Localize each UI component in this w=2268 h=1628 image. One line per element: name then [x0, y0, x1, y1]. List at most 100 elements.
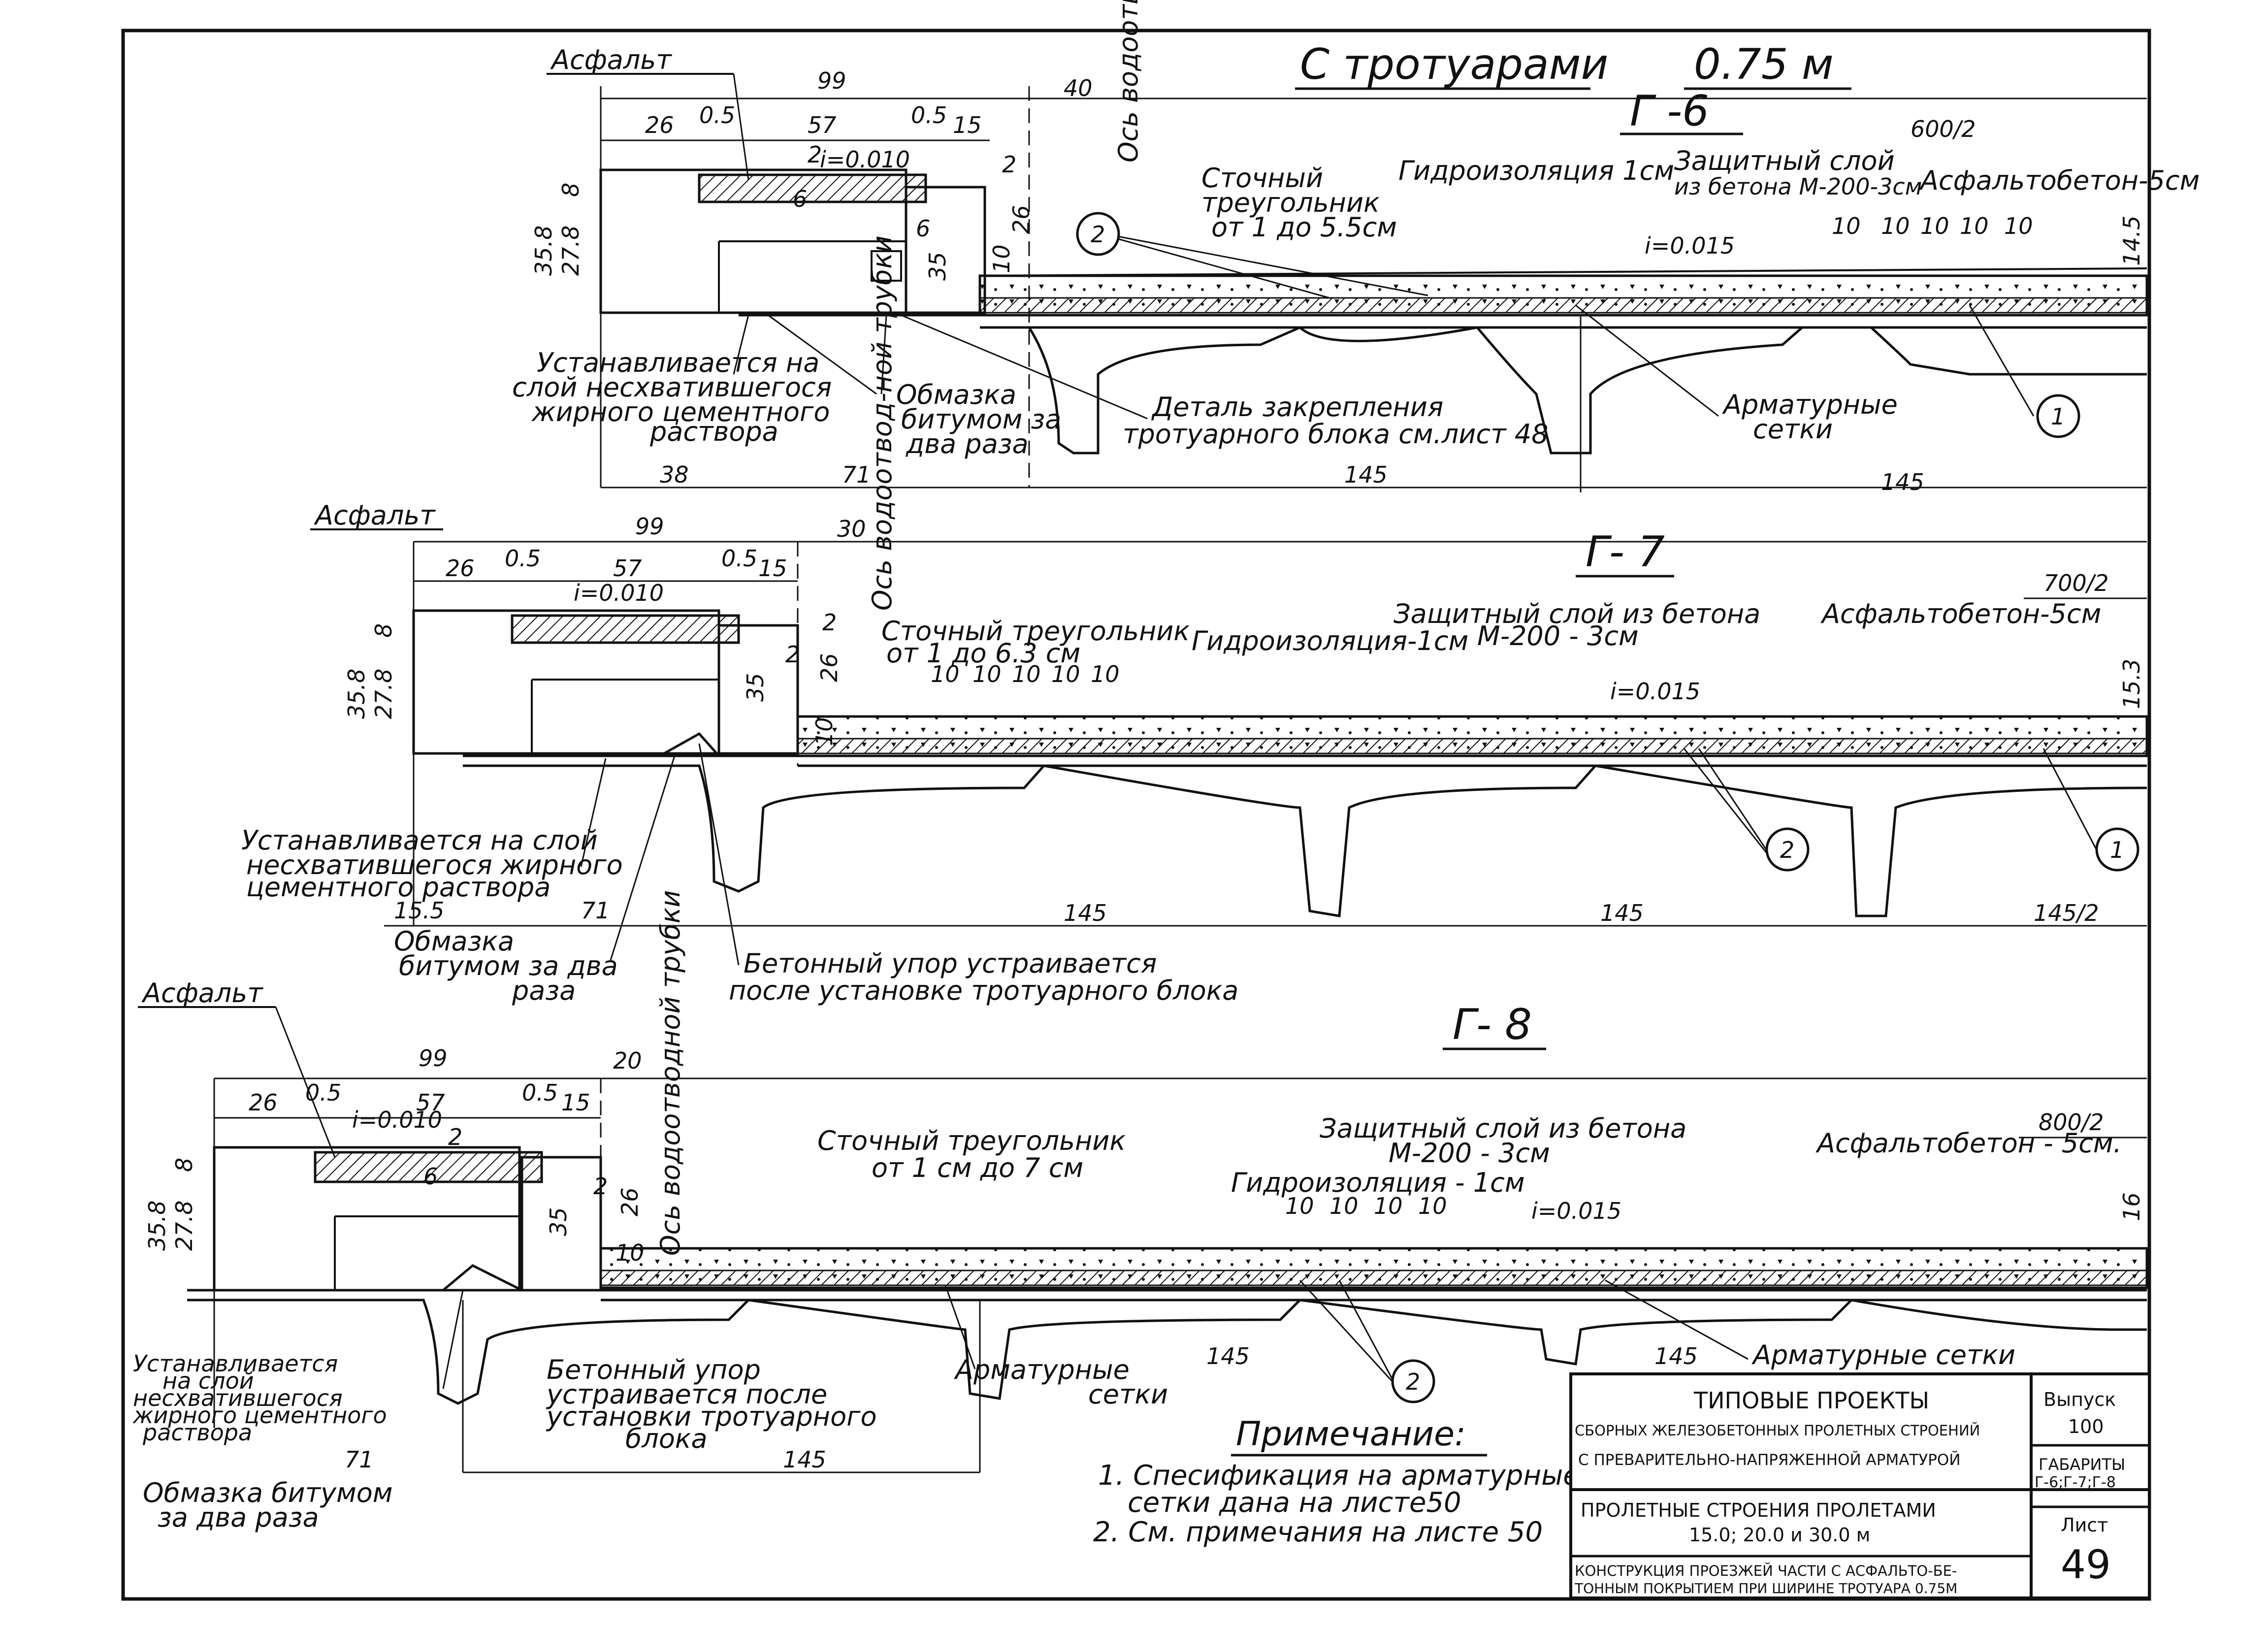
g8-coating-1: Обмазка битумом: [143, 1477, 393, 1508]
g6-drain-3: от 1 до 5.5см: [1211, 212, 1397, 243]
g7-protective-1: Защитный слой из бетона: [1393, 598, 1760, 629]
g7-dim-15: 15: [758, 555, 787, 582]
g6-dim-05a: 0.5: [699, 102, 735, 129]
g6-dim-15: 15: [953, 112, 982, 138]
g7-asphalt-concrete: Асфальтобетон-5см: [1820, 598, 2101, 629]
g7-dim-145-2: 145/2: [2034, 900, 2099, 926]
g7-dim-57: 57: [613, 555, 642, 582]
g8-dim-99: 99: [419, 1045, 448, 1072]
g7-stop-2: после установке тротуарного блока: [729, 975, 1238, 1006]
g8-dim-2b: 2: [593, 1173, 608, 1200]
g6-dim-99: 99: [817, 67, 846, 94]
g6-installed-4: раствора: [649, 416, 778, 447]
g7-dim-26: 26: [446, 555, 475, 582]
sheet-frame: [121, 29, 2151, 1601]
g8-spacing-4: 10: [1418, 1193, 1447, 1219]
g6-callout-2: 2: [1091, 221, 1105, 248]
section-g7-title: Г- 7: [1586, 527, 1665, 577]
g6-dim-145a: 145: [1344, 461, 1388, 488]
header-title: С тротуарами 0.75 м: [1295, 40, 1851, 90]
g8-dim-15: 15: [561, 1089, 590, 1116]
g7-thickness: 15.3: [2118, 659, 2145, 709]
g6-spacing-4: 10: [1960, 213, 1989, 239]
g7-dim-26b: 26: [816, 653, 842, 682]
g6-drain-2: треугольник: [1201, 187, 1380, 218]
g8-dim-2a: 2: [448, 1124, 462, 1150]
g6-dim-71: 71: [842, 461, 871, 488]
g8-stop-2: устраивается после: [546, 1379, 827, 1410]
g7-waterproof: Гидроизоляция-1см: [1192, 625, 1468, 656]
tb-line3: С ПРЕВАРИТЕЛЬНО-НАПРЯЖЕННОЙ АРМАТУРОЙ: [1578, 1451, 1961, 1469]
g8-dim-26b: 26: [616, 1187, 643, 1216]
g6-dim-26: 26: [645, 112, 674, 138]
g8-stop-4: блока: [625, 1423, 708, 1454]
g6-installed-3: жирного цементного: [531, 396, 830, 427]
g8-dim-05b: 0.5: [522, 1079, 558, 1106]
g7-dim-35: 35: [742, 673, 769, 702]
g6-dim-6b: 6: [916, 215, 930, 242]
g8-dim-6: 6: [423, 1163, 438, 1190]
g7-protective-2: М-200 - 3см: [1477, 620, 1639, 651]
tb-line6: КОНСТРУКЦИЯ ПРОЕЗЖЕЙ ЧАСТИ С АСФАЛЬТО-БЕ…: [1575, 1563, 1957, 1579]
notes: Примечание: 1. Спесификация на арматурны…: [1093, 1415, 1580, 1548]
g7-dim-358: 35.8: [343, 669, 370, 719]
g8-installed-1: Устанавливается: [133, 1350, 338, 1377]
g8-dim-35: 35: [545, 1207, 572, 1236]
g7-installed-1: Устанавливается на слой: [241, 825, 598, 856]
g8-stop-1: Бетонный упор: [547, 1354, 761, 1385]
g7-dim-278: 27.8: [370, 669, 397, 719]
g8-callout-2: 2: [1406, 1368, 1420, 1395]
g6-fastening-2: тротуарного блока см.лист 48: [1123, 419, 1548, 450]
g6-dim-278: 27.8: [557, 226, 584, 276]
g6-dim-600-2: 600/2: [1911, 116, 1976, 142]
g8-stop-3: установки тротуарного: [546, 1401, 877, 1432]
g8-dim-26: 26: [249, 1089, 278, 1116]
g8-spacing-1: 10: [1285, 1193, 1314, 1219]
g6-installed-2: слой несхватившегося: [512, 372, 832, 403]
notes-item-2: 2. См. примечания на листе 50: [1093, 1516, 1543, 1548]
g7-installed-3: цементного раствора: [246, 872, 551, 903]
g8-waterproof: Гидроизоляция - 1см: [1231, 1167, 1525, 1198]
g6-dim-26b: 26: [1008, 205, 1035, 234]
g6-asphalt-concrete: Асфальтобетон-5см: [1919, 165, 2200, 196]
g8-dim-71: 71: [345, 1446, 374, 1473]
g8-dim-20: 20: [613, 1047, 642, 1074]
g8-spacing-2: 10: [1329, 1193, 1359, 1219]
g8-dim-145a: 145: [1206, 1343, 1250, 1369]
tb-line4: ПРОЛЕТНЫЕ СТРОЕНИЯ ПРОЛЕТАМИ: [1581, 1499, 1936, 1521]
g6-drain-1: Сточный: [1201, 163, 1323, 194]
g6-slope-main: i=0.015: [1645, 232, 1735, 259]
g7-axis-tube: Ось водоотвод-ной трубки: [867, 235, 898, 611]
g6-waterproof: Гидроизоляция 1см: [1398, 155, 1674, 186]
g6-dim-35: 35: [924, 252, 951, 281]
g8-dim-145c: 145: [783, 1446, 826, 1473]
g7-drain-1: Сточный треугольник: [881, 616, 1190, 647]
g8-dim-10: 10: [616, 1239, 645, 1266]
notes-item-1: 1. Спесификация на арматурные: [1098, 1460, 1580, 1492]
g7-stop-1: Бетонный упор устраивается: [744, 948, 1157, 979]
g7-spacing-4: 10: [1051, 661, 1080, 687]
g6-slope-top: i=0.010: [820, 146, 910, 173]
g8-dim-145b: 145: [1654, 1343, 1698, 1369]
g7-dim-2b: 2: [785, 641, 800, 668]
g6-spacing-3: 10: [1920, 213, 1949, 239]
g6-fastening-1: Деталь закрепления: [1151, 391, 1443, 423]
g7-dim-8: 8: [370, 623, 397, 638]
g7-slope-top: i=0.010: [574, 580, 664, 606]
g8-drain-1: Сточный треугольник: [817, 1125, 1126, 1156]
notes-heading: Примечание:: [1236, 1415, 1466, 1454]
g6-spacing-5: 10: [2004, 213, 2033, 239]
tb-line7: ТОННЫМ ПОКРЫТИЕМ ПРИ ШИРИНЕ ТРОТУАРА 0.7…: [1574, 1580, 1957, 1596]
g7-dim-145a: 145: [1064, 900, 1107, 926]
g8-dim-57: 57: [416, 1089, 445, 1116]
section-g6: Г -6 Асфальт 99 26 0.5 57 0.5: [512, 0, 2200, 495]
g7-callout-2: 2: [1780, 837, 1794, 863]
g6-callout-1: 1: [2051, 403, 2065, 430]
section-g6-asphalt-label: Асфальт: [550, 44, 672, 75]
tb-issue-value: 100: [2068, 1416, 2104, 1437]
section-g8: Г- 8 Асфальт 99 26 0.5 57 0.5 15 20: [132, 890, 2148, 1533]
g6-protective-1: Защитный слой: [1674, 145, 1895, 176]
g8-meshes-right: Арматурные сетки: [1751, 1339, 2015, 1370]
g7-slope-main: i=0.015: [1610, 678, 1700, 705]
